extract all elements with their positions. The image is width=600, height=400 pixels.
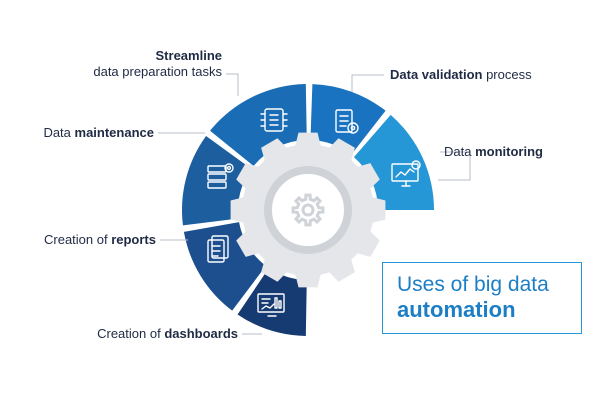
dashboard-screen-icon — [257, 293, 285, 317]
label-validation: Data validation process — [390, 67, 532, 83]
label-dashboards: Creation of dashboards — [40, 326, 238, 342]
server-gear-icon — [207, 163, 234, 189]
gear-inner-ring — [264, 166, 352, 254]
label-reports: Creation of reports — [0, 232, 156, 248]
label-monitoring: Data monitoring — [444, 144, 543, 160]
leader-streamline — [226, 73, 239, 96]
leader-validation — [351, 74, 384, 92]
label-reports-pre: Creation of — [44, 232, 112, 247]
label-validation-rest: process — [482, 67, 532, 82]
label-maintenance: Data maintenance — [0, 125, 154, 141]
checklist-gear-icon — [335, 109, 359, 134]
label-validation-bold: Data validation — [390, 67, 483, 82]
label-reports-bold: reports — [111, 232, 156, 247]
label-monitoring-pre: Data — [444, 144, 476, 159]
segment-validation — [310, 84, 386, 155]
label-maintenance-bold: maintenance — [74, 125, 154, 140]
gear-hub — [301, 203, 315, 217]
label-dashboards-bold: dashboards — [164, 326, 238, 341]
title-box: Uses of big data automation — [382, 262, 582, 334]
label-streamline: Streamline data preparation tasks — [60, 48, 222, 80]
title-line-1: Uses of big data — [397, 273, 549, 296]
segment-monitoring — [353, 114, 434, 210]
gear-icon — [291, 193, 325, 227]
title-line-2: automation — [397, 297, 516, 322]
circuit-chip-icon — [260, 108, 288, 132]
label-streamline-rest: data preparation tasks — [93, 64, 222, 79]
segment-dashboards — [237, 268, 307, 336]
segment-streamline — [210, 84, 307, 166]
label-dashboards-pre: Creation of — [97, 326, 165, 341]
label-maintenance-pre: Data — [43, 125, 75, 140]
leader-monitoring — [438, 151, 471, 181]
report-document-icon — [207, 235, 229, 263]
central-gear — [230, 132, 386, 288]
leader-lines — [158, 73, 471, 335]
monitor-chart-icon — [391, 160, 421, 187]
label-monitoring-bold: monitoring — [475, 144, 543, 159]
label-streamline-bold: Streamline — [155, 48, 222, 63]
